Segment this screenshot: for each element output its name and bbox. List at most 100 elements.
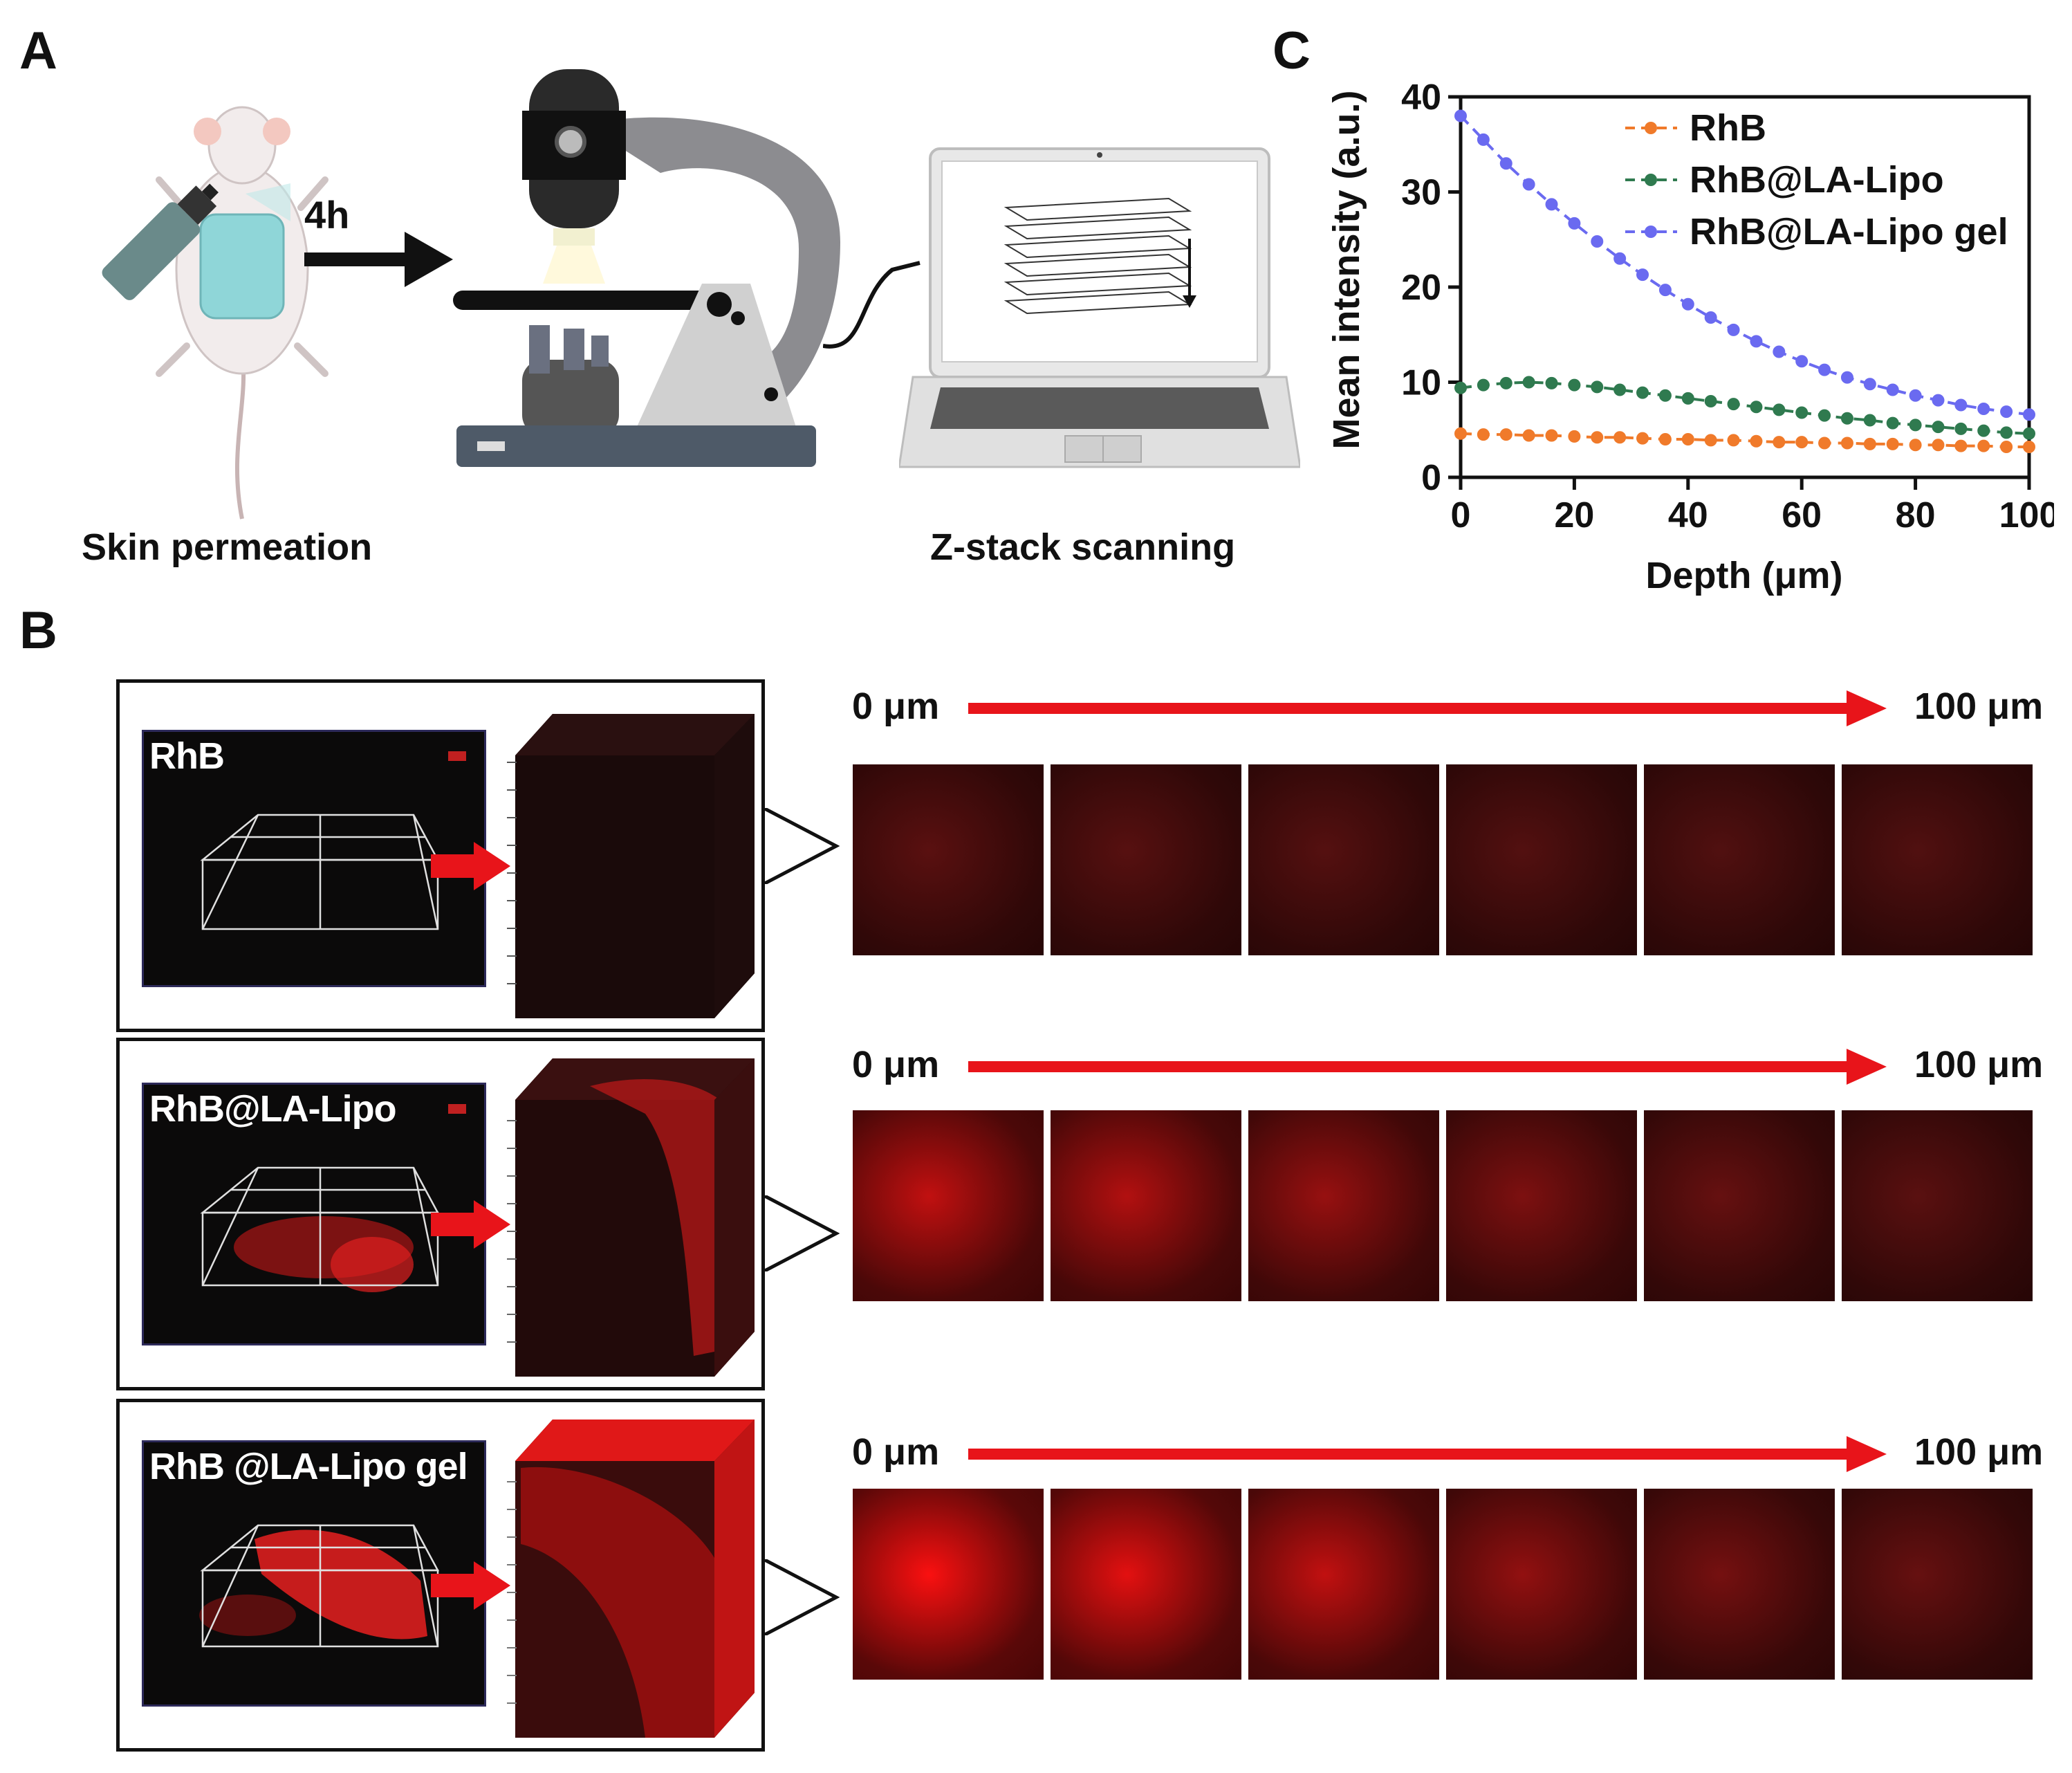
depth-slice-image: [1248, 764, 1439, 955]
data-point: [1727, 323, 1740, 336]
depth-slice-image: [1446, 764, 1637, 955]
x-tick-label: 80: [1896, 495, 1936, 535]
data-point: [1818, 409, 1831, 422]
data-point: [1704, 311, 1717, 324]
volume-render-gel: RhB @LA-Lipo gel: [142, 1440, 486, 1707]
data-point: [1954, 398, 1968, 412]
depth-slice-image: [1644, 764, 1835, 955]
data-point: [1568, 217, 1581, 230]
data-point: [1522, 178, 1535, 191]
wireframe-box-icon: [200, 1104, 466, 1292]
legend-label: RhB@LA-Lipo: [1690, 159, 1944, 201]
data-point: [1658, 433, 1672, 445]
data-point: [1909, 419, 1922, 432]
x-axis-label: Depth (μm): [1645, 555, 1842, 596]
depth-slice-image: [1842, 764, 2033, 955]
data-point: [1750, 434, 1763, 448]
volume-render-lipo: RhB@LA-Lipo: [142, 1083, 486, 1345]
volume-box-rhb: RhB: [116, 679, 765, 1032]
x-tick-label: 40: [1668, 495, 1708, 535]
data-point: [1591, 431, 1604, 444]
data-point: [1568, 378, 1581, 392]
data-point: [2023, 441, 2035, 453]
data-point: [1932, 439, 1945, 452]
data-point: [1613, 431, 1627, 444]
data-point: [1658, 389, 1672, 402]
data-point: [1977, 403, 1990, 415]
data-point: [1499, 428, 1513, 441]
cable-illustration: [823, 261, 921, 349]
wireframe-box-icon: [199, 1524, 440, 1648]
legend-swatch-point: [1645, 122, 1657, 134]
red-arrow-icon: [431, 842, 510, 890]
red-arrow-icon: [431, 1561, 510, 1610]
data-point: [1636, 268, 1649, 282]
treatment-arrow-icon: [304, 232, 453, 287]
depth-arrow-icon: [968, 1436, 1887, 1472]
series-1: [1454, 376, 2035, 440]
data-point: [1818, 437, 1831, 450]
depth-arrow-icon: [968, 1049, 1887, 1085]
data-point: [2000, 426, 2013, 439]
panel-letter-a: A: [19, 21, 57, 80]
depth-start-label: 0 μm: [852, 1044, 940, 1085]
z-stack-caption: Z-stack scanning: [930, 526, 1236, 568]
data-point: [1681, 392, 1694, 405]
legend-label: RhB@LA-Lipo gel: [1690, 211, 2008, 252]
data-point: [2023, 408, 2035, 421]
data-point: [1636, 386, 1649, 399]
depth-slice-image: [1051, 1110, 1241, 1301]
data-point: [1522, 429, 1535, 442]
data-point: [1909, 439, 1922, 452]
data-point: [1591, 380, 1604, 394]
data-point: [1522, 376, 1535, 389]
treatment-time-label: 4h: [304, 193, 350, 237]
panel-letter-b: B: [19, 601, 57, 660]
data-point: [1795, 436, 1809, 449]
data-point: [1636, 432, 1649, 445]
data-point: [1886, 416, 1899, 430]
depth-slice-image: [1248, 1110, 1439, 1301]
data-point: [1704, 395, 1717, 407]
y-tick-label: 40: [1401, 77, 1441, 118]
data-point: [1727, 398, 1740, 411]
depth-start-label: 0 μm: [852, 686, 940, 727]
callout-bracket-icon: [764, 808, 840, 884]
wireframe-box-icon: [200, 751, 466, 930]
depth-slice-image: [1842, 1489, 2033, 1680]
depth-arrow-icon: [968, 690, 1887, 726]
y-tick-label: 0: [1421, 458, 1441, 498]
chart-series: [1454, 109, 2035, 453]
data-point: [1840, 437, 1853, 450]
data-point: [1727, 434, 1740, 447]
data-point: [1454, 381, 1467, 394]
data-point: [1977, 424, 1990, 437]
depth-slice-image: [1051, 1489, 1241, 1680]
data-point: [1681, 433, 1694, 445]
depth-end-label: 100 μm: [1914, 1431, 2044, 1473]
legend-swatch-point: [1645, 226, 1657, 238]
legend-label: RhB: [1690, 107, 1766, 149]
mouse-skin-illustration: [102, 106, 329, 520]
data-point: [1499, 376, 1513, 389]
x-tick-label: 100: [1999, 495, 2054, 535]
stack-render-lipo: [507, 1058, 757, 1377]
volume-render-rhb: RhB: [142, 730, 486, 987]
depth-slice-image: [1248, 1489, 1439, 1680]
microscope-illustration: [453, 69, 840, 467]
data-point: [1545, 429, 1558, 442]
data-point: [1863, 414, 1876, 427]
data-point: [2000, 441, 2013, 453]
data-point: [1886, 383, 1899, 396]
data-point: [1545, 198, 1558, 211]
data-point: [1591, 235, 1604, 248]
y-tick-label: 20: [1401, 268, 1441, 308]
data-point: [1499, 157, 1513, 170]
depth-slice-image: [1644, 1110, 1835, 1301]
data-point: [1954, 422, 1968, 435]
legend-swatch-point: [1645, 174, 1657, 186]
stack-render-gel: [507, 1420, 757, 1738]
series-2: [1454, 109, 2035, 421]
